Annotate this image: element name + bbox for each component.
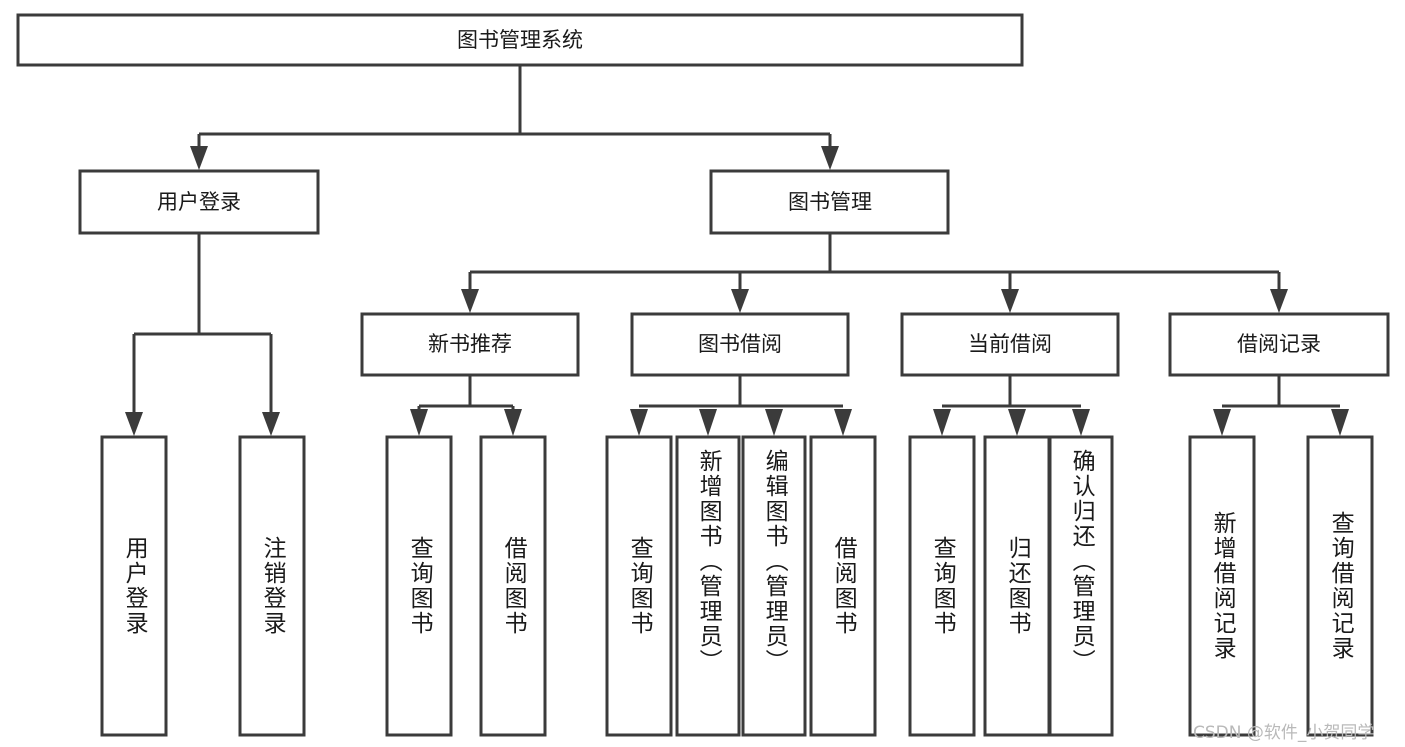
arrowhead-leaf-borrow-book-1: [504, 409, 522, 436]
connectors-book-manage-to-level3: [461, 233, 1288, 313]
node-book-borrow-label: 图书借阅: [698, 332, 782, 356]
csdn-watermark: CSDN @软件_小贺同学: [1193, 723, 1375, 743]
node-borrow-record-box[interactable]: [1168, 312, 1390, 377]
arrowhead-to-user-login: [190, 146, 208, 170]
leaf-box-query-record[interactable]: [1306, 435, 1374, 737]
node-current-borrow[interactable]: 当前借阅: [900, 312, 1120, 377]
node-book-manage-label: 图书管理: [788, 190, 872, 214]
node-user-login-label: 用户登录: [157, 190, 241, 214]
arrowhead-leaf-borrow-book-2: [834, 409, 852, 436]
leaf-box-query-book-1[interactable]: [385, 435, 453, 737]
node-new-book-rec-box[interactable]: [360, 312, 580, 377]
arrowhead-book-borrow: [731, 289, 749, 313]
leaf-box-logout[interactable]: [238, 435, 306, 737]
connectors-root-to-level2: [190, 65, 839, 170]
node-root-label: 图书管理系统: [457, 28, 583, 52]
leaf-box-query-book-2[interactable]: [605, 435, 673, 737]
arrowhead-current-borrow: [1001, 289, 1019, 313]
leaf-box-borrow-book-1[interactable]: [479, 435, 547, 737]
node-book-borrow-box[interactable]: [630, 312, 850, 377]
arrowhead-to-book-manage: [821, 146, 839, 170]
connectors-user-login-to-leaves: [125, 233, 280, 436]
leaf-box-query-book-3[interactable]: [908, 435, 976, 737]
leaf-boxes: [100, 435, 1374, 737]
node-book-borrow[interactable]: 图书借阅: [630, 312, 850, 377]
arrowhead-leaf-query-book-3: [933, 409, 951, 436]
arrowhead-leaf-edit-book: [765, 409, 783, 436]
node-current-borrow-label: 当前借阅: [968, 332, 1052, 356]
arrowhead-leaf-query-book-2: [630, 409, 648, 436]
leaf-box-user-login[interactable]: [100, 435, 168, 737]
node-new-book-rec[interactable]: 新书推荐: [360, 312, 580, 377]
arrowhead-leaf-add-book: [699, 409, 717, 436]
leaf-box-edit-book[interactable]: [741, 435, 807, 737]
arrowhead-leaf-add-record: [1213, 409, 1231, 436]
connectors-borrow-record-to-leaves: [1213, 375, 1349, 436]
arrowhead-borrow-record: [1270, 289, 1288, 313]
arrowhead-leaf-return-book: [1008, 409, 1026, 436]
arrowhead-new-book-rec: [461, 289, 479, 313]
node-user-login-box[interactable]: [78, 169, 320, 235]
leaf-box-add-record[interactable]: [1188, 435, 1256, 737]
node-new-book-rec-label: 新书推荐: [428, 332, 512, 356]
node-root-box[interactable]: [16, 13, 1024, 67]
node-root[interactable]: 图书管理系统: [16, 13, 1024, 67]
arrowhead-leaf-query-book-1: [410, 409, 428, 436]
leaf-box-confirm-return[interactable]: [1048, 435, 1114, 737]
node-borrow-record[interactable]: 借阅记录: [1168, 312, 1390, 377]
arrowhead-leaf-user-login: [125, 412, 143, 436]
arrowhead-leaf-query-record: [1331, 409, 1349, 436]
node-book-manage-box[interactable]: [709, 169, 950, 235]
node-book-manage[interactable]: 图书管理: [709, 169, 950, 235]
connectors-current-borrow-to-leaves: [933, 375, 1090, 436]
arrowhead-leaf-logout: [262, 412, 280, 436]
node-borrow-record-label: 借阅记录: [1237, 332, 1321, 356]
leaf-box-borrow-book-2[interactable]: [809, 435, 877, 737]
arrowhead-leaf-confirm-return: [1072, 409, 1090, 436]
node-user-login[interactable]: 用户登录: [78, 169, 320, 235]
leaf-box-add-book[interactable]: [675, 435, 741, 737]
leaf-box-return-book[interactable]: [983, 435, 1051, 737]
connectors-new-book-rec-to-leaves: [410, 375, 522, 436]
connectors-book-borrow-to-leaves: [630, 375, 852, 436]
node-current-borrow-box[interactable]: [900, 312, 1120, 377]
